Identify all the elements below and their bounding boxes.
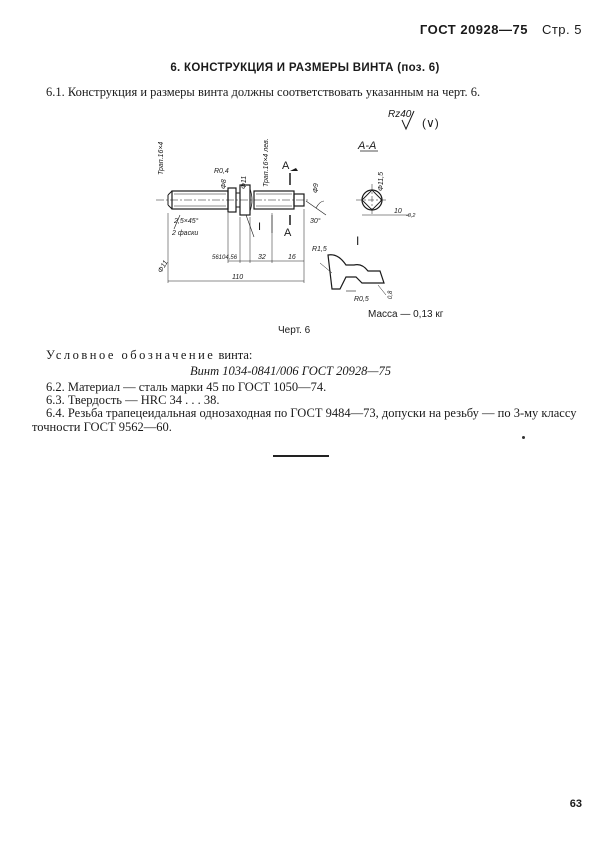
dim-110-label: 110 [232,274,243,281]
detail-label: I [356,234,359,248]
section-aa-label: А-А [357,140,376,152]
r05-label: R0,5 [354,296,369,303]
chamfer-label: 2,5×45° [173,217,199,225]
mass-label: Масса — 0,13 кг [368,309,444,320]
section-a-top: А [282,160,290,172]
dim-small-label: 56104,56 [212,255,238,261]
trap-mid-label: Трап.16×4 лев. [263,138,270,187]
sec-dim-label: 10 [394,208,402,215]
paragraph-6-3: 6.3. Твердость — HRC 34 . . . 38. [46,393,220,407]
dim-08-label: 0,8 [388,290,394,299]
paragraph-6-1: 6.1. Конструкция и размеры винта должны … [46,85,481,99]
page-indicator: Стр. 5 [541,22,582,37]
trap-left-label: Трап.16×4 [158,142,165,175]
r04-label: R0,4 [214,168,229,175]
dim-32-label: 32 [258,254,266,261]
angle-30-label: 30° [310,217,321,225]
section-a-bot: А [284,227,292,239]
d9-label: Φ9 [313,183,320,193]
page-header: ГОСТ 20928—75 Стр. 5 [420,22,582,37]
sec-tol-label: -0,2 [406,213,415,219]
d11-5-label: Φ11,5 [378,172,385,191]
paragraph-6-2: 6.2. Материал — сталь марки 45 по ГОСТ 1… [46,380,327,394]
paragraph-6-4: 6.4. Резьба трапецеидальная однозаходная… [32,406,577,434]
designation-rest: винта: [215,348,253,362]
designation-label: Условное обозначение винта: [46,348,252,363]
page-number: 63 [569,798,582,810]
screw-drawing: Трап.16×4 Трап.16×4 лев. R0,4 Φ8 Φ11 Φ9 … [156,109,439,303]
roughness-label: Rz40 [388,109,412,120]
roughness-paren: (∨) [422,116,439,130]
d11-label: Φ11 [241,176,248,189]
r15-label: R1,5 [312,246,327,253]
speck-mark [522,436,525,439]
designation-value: Винт 1034-0841/006 ГОСТ 20928—75 [190,364,392,378]
section-title: 6. КОНСТРУКЦИЯ И РАЗМЕРЫ ВИНТА (поз. 6) [170,62,440,74]
detail-i-mark: I [258,221,261,233]
figure-caption: Черт. 6 [278,325,311,336]
standard-number: ГОСТ 20928—75 [419,22,528,37]
dim-16-label: 16 [288,254,296,261]
end-rule [273,455,329,457]
d8-label: Φ8 [221,179,228,189]
chamfer-note-label: 2 фаски [171,230,198,237]
designation-spaced: Условное обозначение [46,348,216,362]
